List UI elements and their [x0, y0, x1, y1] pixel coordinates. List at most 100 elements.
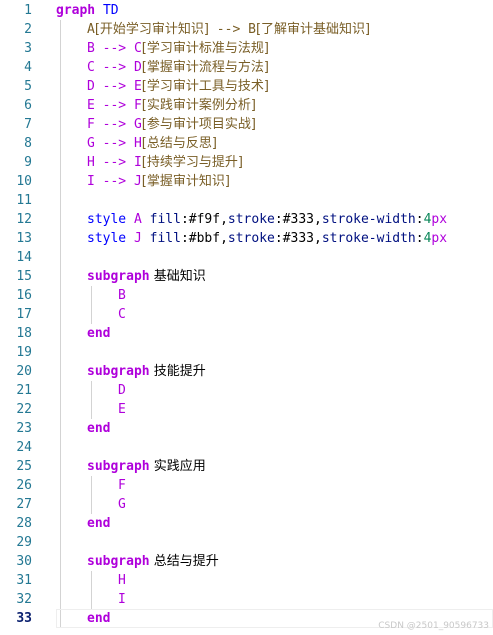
line-number: 23 — [16, 421, 32, 436]
code-token: end — [87, 516, 111, 531]
code-token: px — [431, 231, 448, 246]
line-number: 29 — [16, 535, 32, 550]
code-token: end — [87, 326, 111, 341]
code-token: --> — [94, 117, 134, 132]
code-token: :#333, — [274, 212, 322, 227]
code-token: :#bbf, — [180, 231, 228, 246]
line-number: 14 — [16, 250, 32, 265]
code-token: fill — [149, 231, 181, 246]
code-line[interactable]: 18 end — [0, 324, 493, 343]
code-token: fill — [149, 212, 181, 227]
code-token: C — [87, 60, 95, 75]
code-token: F — [87, 117, 95, 132]
code-text: subgraph 技能提升 — [87, 362, 206, 381]
line-number: 9 — [24, 155, 32, 170]
code-text: graph TD — [56, 1, 119, 20]
code-text: C --> D[掌握审计流程与方法] — [87, 58, 269, 77]
code-line[interactable]: 17 C — [0, 305, 493, 324]
line-number: 25 — [16, 459, 32, 474]
line-number: 11 — [16, 193, 32, 208]
code-text: B --> C[学习审计标准与法规] — [87, 39, 269, 58]
code-line[interactable]: 11 — [0, 191, 493, 210]
code-token: H — [118, 573, 126, 588]
code-line[interactable]: 19 — [0, 343, 493, 362]
code-token: px — [431, 212, 448, 227]
code-token: E — [133, 79, 142, 94]
code-token: I — [133, 155, 142, 170]
code-token: D — [133, 60, 142, 75]
code-line[interactable]: 22 E — [0, 400, 493, 419]
line-number: 26 — [16, 478, 32, 493]
code-token: stroke — [227, 231, 275, 246]
line-number: 28 — [16, 516, 32, 531]
line-number: 32 — [16, 592, 32, 607]
line-number: 22 — [16, 402, 32, 417]
code-text: F --> G[参与审计项目实战] — [87, 115, 256, 134]
code-text: E --> F[实践审计案例分析] — [87, 96, 256, 115]
line-number: 16 — [16, 288, 32, 303]
line-number: 12 — [16, 212, 32, 227]
line-number: 7 — [24, 117, 32, 132]
code-token: G — [133, 117, 142, 132]
code-token: --> — [94, 79, 134, 94]
code-token: --> — [94, 174, 134, 189]
code-text: end — [87, 609, 110, 628]
indent-guide — [60, 20, 61, 628]
code-line[interactable]: 7 F --> G[参与审计项目实战] — [0, 115, 493, 134]
code-token: A — [87, 22, 95, 37]
code-text: B — [118, 286, 126, 305]
code-text: D — [118, 381, 126, 400]
code-token: [学习审计工具与技术] — [141, 79, 269, 94]
code-token: E — [118, 402, 126, 417]
code-token: 4 — [423, 212, 432, 227]
code-token: subgraph — [87, 459, 150, 474]
line-number: 18 — [16, 326, 32, 341]
code-token: B — [248, 22, 256, 37]
code-token: --> — [94, 41, 134, 56]
code-token: D — [118, 383, 126, 398]
line-number: 19 — [16, 345, 32, 360]
line-number: 17 — [16, 307, 32, 322]
code-token: C — [118, 307, 126, 322]
code-line[interactable]: 26 F — [0, 476, 493, 495]
code-line[interactable]: 16 B — [0, 286, 493, 305]
code-text: A[开始学习审计知识] --> B[了解审计基础知识] — [87, 20, 370, 39]
code-token: : — [415, 212, 424, 227]
code-line[interactable]: 14 — [0, 248, 493, 267]
code-token: subgraph — [87, 364, 150, 379]
code-token: B — [87, 41, 95, 56]
code-token: G — [87, 136, 95, 151]
code-token: F — [118, 478, 126, 493]
code-line[interactable]: 24 — [0, 438, 493, 457]
code-token: [学习审计标准与法规] — [141, 41, 269, 56]
line-number: 30 — [16, 554, 32, 569]
code-line[interactable]: 28 end — [0, 514, 493, 533]
code-token: stroke — [227, 212, 275, 227]
code-token: [掌握审计知识] — [141, 174, 230, 189]
code-line[interactable]: 29 — [0, 533, 493, 552]
code-token: TD — [95, 3, 119, 18]
code-token: J — [133, 174, 142, 189]
